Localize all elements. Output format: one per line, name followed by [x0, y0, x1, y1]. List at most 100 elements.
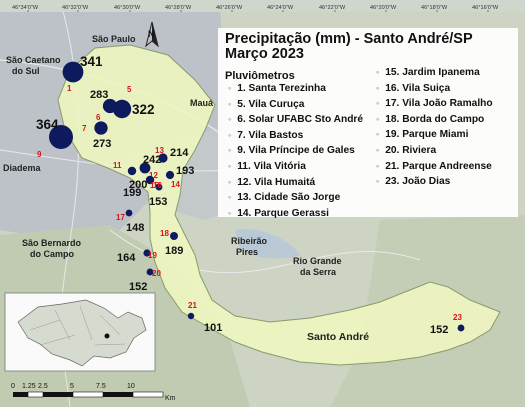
- legend-item-label: 17. Vila João Ramalho: [385, 98, 493, 110]
- station-marker-7: [94, 121, 108, 135]
- scale-label-2: 2.5: [38, 383, 48, 390]
- station-value-15: 199: [123, 187, 141, 199]
- place-sao-bernardo-1: São Bernardo: [22, 238, 82, 248]
- top-tick-label: 46°34'0"W: [12, 5, 39, 11]
- station-id-1: 1: [67, 84, 72, 93]
- station-marker-21: [187, 312, 195, 320]
- station-id-18: 18: [160, 229, 169, 238]
- place-diadema: Diadema: [3, 163, 42, 173]
- top-tick-label: 46°26'0"W: [216, 5, 243, 11]
- place-santo-andre: Santo André: [307, 331, 369, 343]
- top-tick-label: 46°22'0"W: [319, 5, 346, 11]
- legend-item-label: 16. Vila Suiça: [385, 82, 451, 94]
- station-value-19: 164: [117, 252, 136, 264]
- legend-item-label: 13. Cidade São Jorge: [237, 192, 341, 204]
- inset-state-outline: [17, 299, 147, 367]
- bullet-icon: ◦: [376, 113, 380, 124]
- place-sao-caetano-1: São Caetano: [6, 55, 61, 65]
- legend-item-label: 7. Vila Bastos: [237, 129, 304, 141]
- station-id-14: 14: [171, 180, 180, 189]
- station-id-6: 6: [96, 113, 101, 122]
- legend-item-label: 9. Vila Príncipe de Gales: [237, 145, 355, 157]
- legend-item-label: 23. João Dias: [385, 176, 451, 188]
- station-id-19: 19: [148, 251, 157, 260]
- scale-label-0: 0: [11, 383, 15, 390]
- bullet-icon: ◦: [228, 98, 232, 109]
- legend-item-label: 18. Borda do Campo: [385, 113, 485, 125]
- legend-item: ◦ 17. Vila João Ramalho: [376, 98, 493, 109]
- top-tick-bar: [0, 0, 525, 12]
- bullet-icon: ◦: [228, 114, 232, 125]
- bullet-icon: ◦: [376, 176, 380, 187]
- bullet-icon: ◦: [228, 145, 232, 156]
- legend-item-label: 21. Parque Andreense: [385, 160, 492, 172]
- station-value-1: 341: [80, 54, 103, 69]
- place-sao-caetano-2: do Sul: [12, 66, 40, 76]
- station-id-9: 9: [37, 150, 42, 159]
- station-id-23: 23: [453, 313, 462, 322]
- station-id-7: 7: [82, 124, 87, 133]
- station-marker-13: [158, 153, 168, 163]
- station-id-20: 20: [152, 269, 161, 278]
- bullet-icon: ◦: [376, 98, 380, 109]
- station-value-13: 214: [170, 147, 189, 159]
- inset-map: [4, 292, 156, 372]
- bullet-icon: ◦: [376, 67, 380, 77]
- legend-item: ◦ 5. Vila Curuça: [228, 99, 304, 110]
- station-id-21: 21: [188, 301, 197, 310]
- station-id-11: 11: [113, 161, 122, 170]
- station-id-5: 5: [127, 85, 132, 94]
- legend-item: ◦ 18. Borda do Campo: [376, 114, 484, 125]
- station-marker-16: [155, 183, 163, 191]
- bullet-icon: ◦: [376, 160, 380, 171]
- map-title-line1: Precipitação (mm) - Santo André/SP: [225, 31, 473, 47]
- legend-item: ◦11. Vila Vitória: [228, 161, 306, 172]
- bullet-icon: ◦: [228, 176, 232, 187]
- top-tick-label: 46°18'0"W: [421, 5, 448, 11]
- map-title: Precipitação (mm) - Santo André/SP Março…: [225, 32, 473, 62]
- place-sao-bernardo-2: do Campo: [30, 249, 75, 259]
- station-value-17: 148: [126, 222, 144, 234]
- station-marker-1: [62, 61, 84, 83]
- legend-item: ◦ 9. Vila Príncipe de Gales: [228, 145, 355, 156]
- bullet-icon: ◦: [376, 82, 380, 93]
- scale-unit: Km: [165, 395, 176, 402]
- place-rio-grande-1: Rio Grande: [293, 256, 342, 266]
- legend-item-label: 15. Jardim Ipanema: [385, 67, 480, 78]
- station-marker-5: [112, 99, 132, 119]
- place-ribeirao-1: Ribeirão: [231, 236, 268, 246]
- inset-location-marker: [104, 333, 110, 339]
- station-value-20: 152: [129, 281, 147, 293]
- north-arrow-icon: [145, 21, 159, 48]
- station-value-21: 101: [204, 322, 222, 334]
- station-value-5: 322: [132, 102, 155, 117]
- station-marker-23: [457, 324, 465, 332]
- legend-item: ◦19. Parque Miami: [376, 129, 468, 140]
- legend-item: ◦14. Parque Gerassi: [228, 208, 329, 219]
- top-tick-label: 46°32'0"W: [62, 5, 89, 11]
- station-marker-19: [143, 249, 151, 257]
- legend-item: ◦6. Solar UFABC Sto André: [228, 114, 363, 125]
- inset-borders: [29, 305, 126, 346]
- station-value-6: 283: [90, 89, 108, 101]
- legend-item: ◦ 7. Vila Bastos: [228, 130, 303, 141]
- bullet-icon: ◦: [228, 83, 232, 93]
- legend-item-label: 5. Vila Curuça: [237, 98, 305, 110]
- station-marker-14: [165, 170, 175, 180]
- legend-item: ◦ 23. João Dias: [376, 176, 450, 187]
- bullet-icon: ◦: [228, 129, 232, 140]
- station-id-15: 15: [150, 181, 159, 190]
- bullet-icon: ◦: [228, 207, 232, 218]
- station-marker-11: [127, 166, 137, 176]
- station-value-11: 200: [129, 179, 147, 191]
- legend-item-label: 19. Parque Miami: [385, 129, 469, 141]
- station-value-16: 153: [149, 196, 167, 208]
- top-tick-label: 46°20'0"W: [370, 5, 397, 11]
- station-id-17: 17: [116, 213, 125, 222]
- place-maua: Mauá: [190, 98, 214, 108]
- bullet-icon: ◦: [228, 161, 232, 171]
- top-tick-label: 46°24'0"W: [267, 5, 294, 11]
- bullet-icon: ◦: [376, 145, 380, 155]
- station-value-23: 152: [430, 324, 448, 336]
- top-tick-label: 46°16'0"W: [472, 5, 499, 11]
